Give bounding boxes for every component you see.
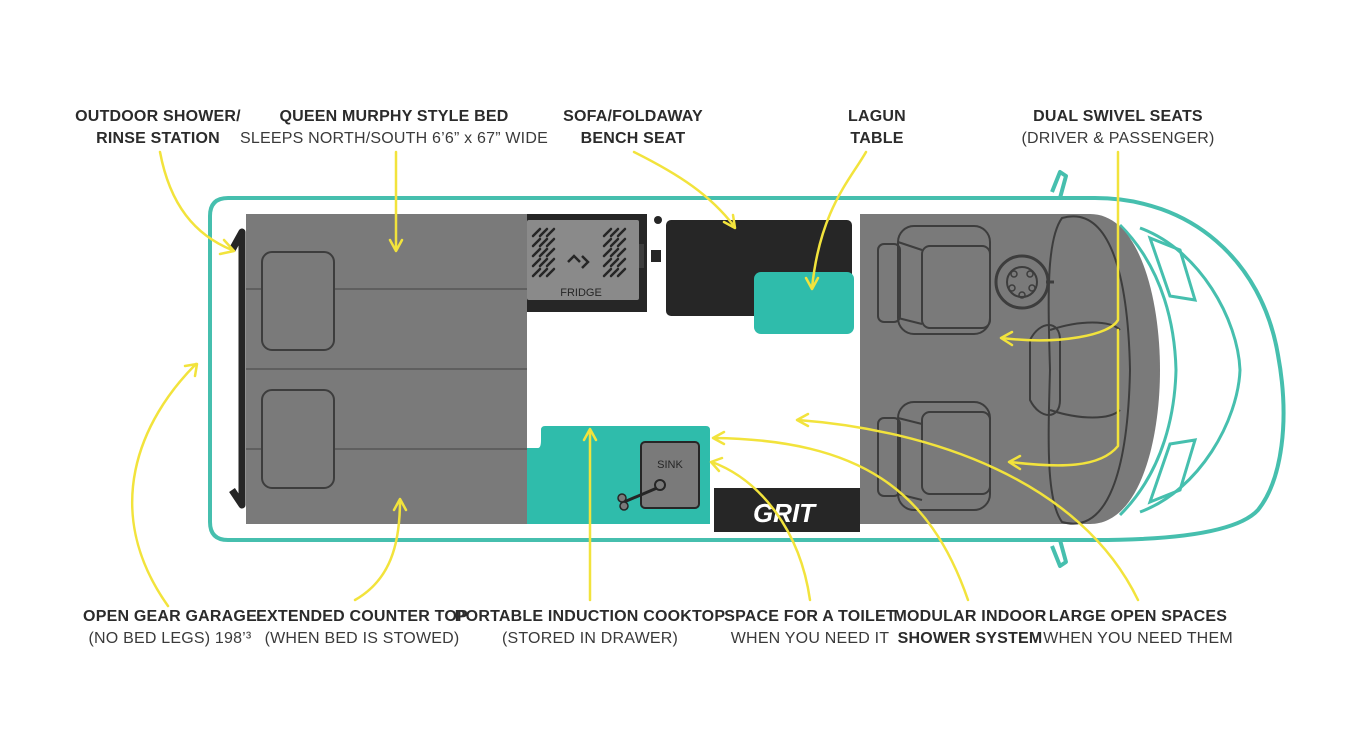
label-toilet: SPACE FOR A TOILET WHEN YOU NEED IT xyxy=(724,606,896,650)
dashboard xyxy=(1047,215,1132,525)
driver-seat xyxy=(877,225,991,335)
label-gear-garage-title: OPEN GEAR GARAGE xyxy=(83,608,257,625)
callout-arrows xyxy=(131,150,1140,608)
steering-wheel-icon xyxy=(994,254,1054,310)
label-open-spaces-sub: WHEN YOU NEED THEM xyxy=(1043,630,1233,647)
grit-logo-block xyxy=(714,488,860,532)
label-murphy-bed-sub: SLEEPS NORTH/SOUTH 6’6” x 67” WIDE xyxy=(240,130,548,147)
fridge-label: FRIDGE xyxy=(560,287,602,299)
label-sofa-title: SOFA/FOLDAWAY xyxy=(563,108,703,125)
label-murphy-bed: QUEEN MURPHY STYLE BED SLEEPS NORTH/SOUT… xyxy=(240,106,548,150)
pillow-bottom xyxy=(261,389,335,489)
label-counter: EXTENDED COUNTER TOP (WHEN BED IS STOWED… xyxy=(256,606,468,650)
pillow-top xyxy=(261,251,335,351)
lagun-table xyxy=(754,272,854,334)
label-lagun-title: LAGUN xyxy=(848,108,906,125)
label-sofa: SOFA/FOLDAWAY BENCH SEAT xyxy=(563,106,703,150)
side-window-top xyxy=(1147,235,1198,302)
label-cooktop: PORTABLE INDUCTION COOKTOP (STORED IN DR… xyxy=(455,606,725,650)
van-outline xyxy=(208,196,1286,542)
label-outdoor-shower-sub: RINSE STATION xyxy=(96,130,220,147)
rear-door xyxy=(228,228,246,509)
windshield-inner xyxy=(1118,223,1178,517)
sink-label: SINK xyxy=(657,459,683,471)
label-open-spaces-title: LARGE OPEN SPACES xyxy=(1048,608,1228,625)
sink xyxy=(640,441,700,509)
label-outdoor-shower: OUTDOOR SHOWER/ RINSE STATION xyxy=(75,106,241,150)
label-swivel: DUAL SWIVEL SEATS (DRIVER & PASSENGER) xyxy=(1021,106,1214,150)
label-shower-system-sub: SHOWER SYSTEM xyxy=(897,630,1043,647)
label-swivel-title: DUAL SWIVEL SEATS xyxy=(1033,108,1203,125)
label-toilet-sub: WHEN YOU NEED IT xyxy=(730,630,890,647)
grit-logo: GRIT xyxy=(753,498,817,528)
left-mirror xyxy=(1050,170,1068,199)
label-shower-system: MODULAR INDOOR SHOWER SYSTEM xyxy=(893,606,1046,650)
label-sofa-sub: BENCH SEAT xyxy=(580,130,686,147)
label-swivel-sub: (DRIVER & PASSENGER) xyxy=(1021,130,1215,147)
label-gear-garage: OPEN GEAR GARAGE (NO BED LEGS) 198’³ xyxy=(83,606,257,650)
side-window-bottom xyxy=(1147,438,1198,505)
label-lagun: LAGUN TABLE xyxy=(848,106,906,150)
label-cooktop-title: PORTABLE INDUCTION COOKTOP xyxy=(454,608,726,625)
windshield xyxy=(1139,226,1242,514)
fridge-logo-icon xyxy=(567,254,590,269)
label-counter-title: EXTENDED COUNTER TOP xyxy=(256,608,468,625)
label-cooktop-sub: (STORED IN DRAWER) xyxy=(501,630,679,647)
label-shower-system-title: MODULAR INDOOR xyxy=(893,608,1047,625)
faucet-icon xyxy=(654,479,666,491)
label-gear-garage-sub: (NO BED LEGS) 198’³ xyxy=(88,630,252,647)
label-counter-sub: (WHEN BED IS STOWED) xyxy=(264,630,460,647)
label-outdoor-shower-title: OUTDOOR SHOWER/ xyxy=(75,108,241,125)
label-lagun-sub: TABLE xyxy=(850,130,904,147)
label-open-spaces: LARGE OPEN SPACES WHEN YOU NEED THEM xyxy=(1043,606,1233,650)
label-toilet-title: SPACE FOR A TOILET xyxy=(724,608,896,625)
label-murphy-bed-title: QUEEN MURPHY STYLE BED xyxy=(279,108,509,125)
right-mirror xyxy=(1050,539,1068,568)
